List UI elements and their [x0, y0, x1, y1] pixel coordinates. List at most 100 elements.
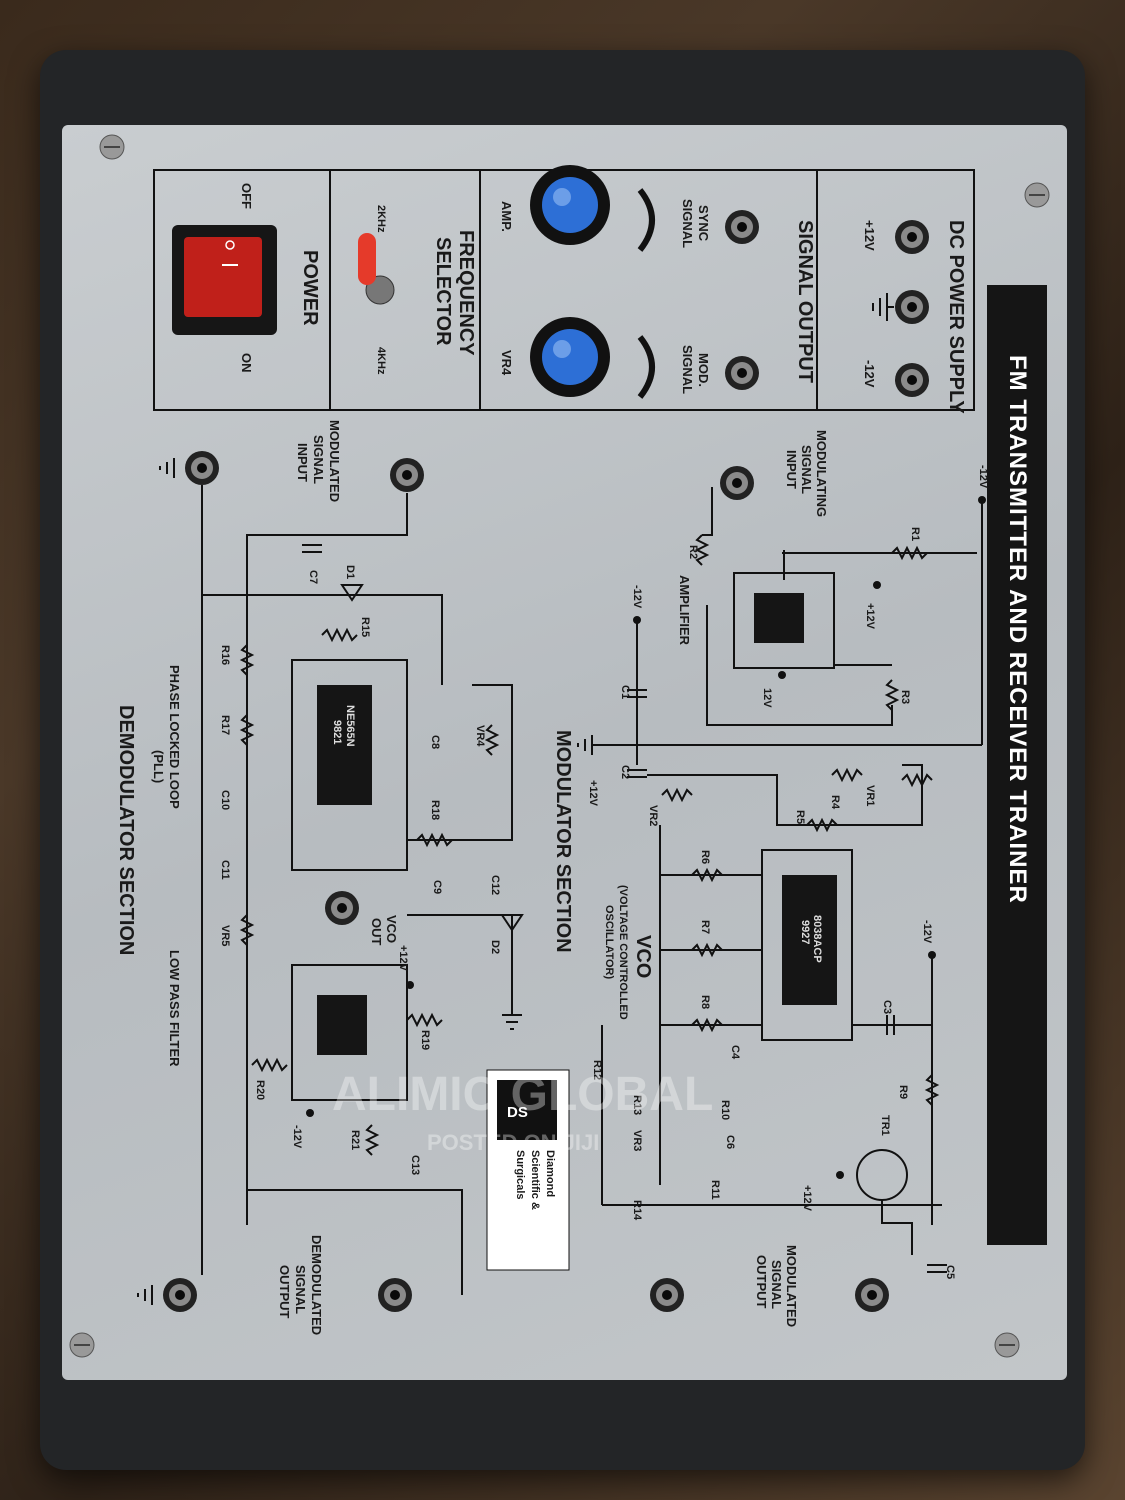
jack-modulator-ground[interactable]	[650, 1278, 684, 1312]
vco-ic-marking: 8038ACP	[811, 915, 823, 963]
pll-abbrev-label: (PLL)	[151, 750, 166, 783]
signal-output-label: SIGNAL OUTPUT	[794, 220, 816, 383]
watermark-subtext: POSTED ON JIJI	[427, 1130, 599, 1155]
mod-label-2: SIGNAL	[680, 345, 695, 394]
modulating-input-label-1: MODULATING	[814, 430, 829, 517]
jack-modulated-input[interactable]	[390, 458, 424, 492]
modulated-input-label-3: INPUT	[295, 443, 310, 482]
jack-demodulated-output[interactable]	[378, 1278, 412, 1312]
modulator-section-label: MODULATOR SECTION	[552, 730, 574, 953]
r13-label: R13	[631, 1095, 643, 1115]
screw-top-left	[99, 134, 125, 160]
minus12-label: -12V	[862, 360, 877, 388]
vr5-label: VR5	[219, 925, 231, 946]
c5-label: C5	[944, 1265, 956, 1279]
rail-m12-top: -12V	[977, 465, 989, 489]
jack-demod-ground-top[interactable]	[185, 451, 219, 485]
jack-vco-out[interactable]	[325, 891, 359, 925]
jack-modulated-output[interactable]	[855, 1278, 889, 1312]
jack-plus12[interactable]	[895, 220, 929, 254]
pll-ic-frame	[291, 659, 408, 871]
r2-label: R2	[687, 545, 699, 559]
demod-output-label-3: OUTPUT	[277, 1265, 292, 1319]
diode-d1	[340, 584, 364, 602]
resistor-r3	[884, 679, 900, 711]
vco-desc-2: OSCILLATOR)	[603, 905, 615, 979]
c13-label: C13	[409, 1155, 421, 1175]
resistor-r21	[364, 1124, 380, 1156]
jack-modulating-input[interactable]	[720, 466, 754, 500]
variable-resistor-vr1	[901, 772, 933, 788]
vco-ic-frame	[761, 849, 853, 1041]
resistor-r1	[891, 545, 928, 561]
vr3-label: VR3	[631, 1130, 643, 1151]
r19-label: R19	[419, 1030, 431, 1050]
amplifier-label: AMPLIFIER	[677, 575, 692, 646]
power-label: POWER	[299, 250, 321, 326]
r16-label: R16	[219, 645, 231, 665]
power-on-label: ON	[239, 353, 254, 373]
freq-2khz-label: 2KHz	[375, 205, 387, 233]
variable-resistor-vr5	[239, 914, 255, 946]
r14-label: R14	[631, 1200, 643, 1221]
variable-resistor-vr4	[484, 724, 500, 756]
r1-label: R1	[909, 527, 921, 541]
resistor-r8	[691, 1017, 723, 1033]
r11-label: R11	[709, 1180, 721, 1200]
c7-label: C7	[307, 570, 319, 584]
c10-label: C10	[219, 790, 231, 810]
resistor-r5	[806, 817, 838, 833]
r17-label: R17	[219, 715, 231, 735]
brand-logo: DS Diamond Scientific & Surgicals	[486, 1069, 570, 1271]
c2-label: C2	[619, 765, 631, 779]
amp-dial-arc	[637, 188, 655, 252]
vco-desc-1: (VOLTAGE CONTROLLED	[617, 885, 629, 1020]
jack-minus12[interactable]	[895, 363, 929, 397]
r9-label: R9	[897, 1085, 909, 1099]
r7-label: R7	[699, 920, 711, 934]
freq-4khz-label: 4KHz	[375, 347, 387, 375]
mod-label-1: MOD.	[696, 353, 711, 387]
amplifier-ic	[754, 593, 804, 643]
r21-label: R21	[349, 1130, 361, 1150]
amplifier-ic-frame	[733, 572, 835, 669]
power-off-label: OFF	[239, 183, 254, 209]
r15-label: R15	[359, 617, 371, 637]
logo-line-2: Scientific &	[529, 1150, 541, 1210]
panel-title: FM TRANSMITTER AND RECEIVER TRAINER	[1004, 355, 1031, 904]
frequency-toggle-switch[interactable]	[358, 233, 395, 305]
r20-label: R20	[254, 1080, 266, 1100]
rail-m12-lpf: -12V	[291, 1125, 303, 1149]
r6-label: R6	[699, 850, 711, 864]
jack-mod-signal[interactable]	[725, 356, 759, 390]
vco-label: VCO	[632, 935, 654, 978]
d1-label: D1	[344, 565, 356, 579]
jack-ground[interactable]	[895, 290, 929, 324]
sync-label-1: SYNC	[696, 205, 711, 242]
r3-label: R3	[899, 690, 911, 704]
pll-label: PHASE LOCKED LOOP	[167, 665, 182, 809]
amp-knob[interactable]	[530, 165, 610, 245]
jack-demod-ground-bottom[interactable]	[163, 1278, 197, 1312]
sync-label-2: SIGNAL	[680, 199, 695, 248]
screw-bottom-left	[69, 1332, 95, 1358]
r12-label: R12	[591, 1060, 603, 1080]
c6-label: C6	[724, 1135, 736, 1149]
jack-sync-signal[interactable]	[725, 210, 759, 244]
vco-out-label-1: VCO	[384, 915, 399, 943]
ground-icon	[137, 1285, 153, 1305]
modulated-output-label-1: MODULATED	[784, 1245, 799, 1327]
rail-m12-amp: -12V	[631, 585, 643, 609]
resistor-r4	[831, 767, 863, 783]
c1-label: C1	[619, 685, 631, 699]
logo-line-1: Diamond	[544, 1150, 556, 1197]
ground-icon	[502, 1014, 522, 1030]
vr4-knob[interactable]	[530, 317, 610, 397]
c3-label: C3	[881, 1000, 893, 1014]
resistor-r16	[239, 644, 255, 676]
power-rocker-switch[interactable]	[172, 225, 277, 335]
watermark-text: ALIMIC GLOBAL	[332, 1068, 713, 1121]
rail-p12-amp: +12V	[864, 603, 876, 630]
resistor-r20	[251, 1057, 288, 1073]
